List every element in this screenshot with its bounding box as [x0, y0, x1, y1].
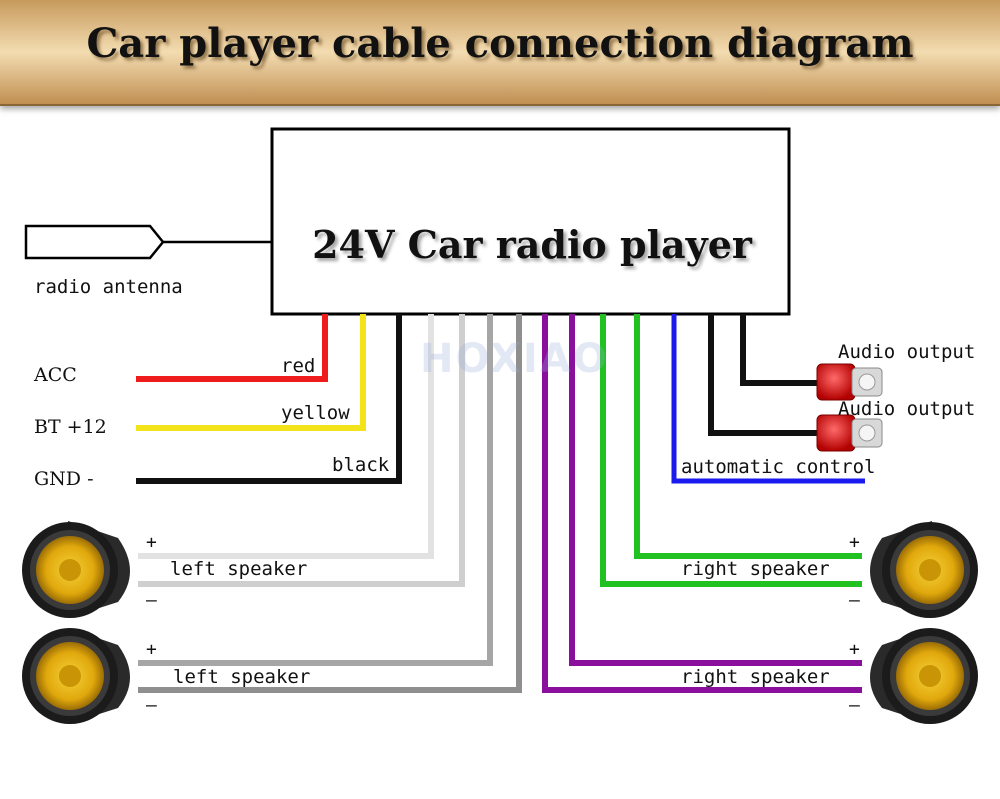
left-speaker2-plus: + [146, 639, 157, 660]
diagram-title: Car player cable connection diagram [86, 20, 914, 67]
audio-output-wire-2 [708, 314, 820, 436]
right-speaker1-plus-wire [634, 314, 862, 559]
right-speaker2-plus: + [849, 639, 860, 660]
left-speaker-label-2: left speaker [173, 666, 311, 688]
player-box [270, 127, 791, 316]
title-banner: Car player cable connection diagram [0, 0, 1000, 106]
right-speaker-2-icon [870, 628, 978, 724]
antenna-label: radio antenna [34, 276, 183, 298]
right-speaker2-minus: – [849, 695, 860, 716]
audio-output-label-2: Audio output [838, 398, 976, 420]
antenna-plug [24, 224, 165, 260]
automatic-control-wire [671, 314, 865, 484]
gnd-label: GND - [34, 468, 94, 490]
watermark: HOXIAO [420, 336, 609, 382]
right-speaker-label-1: right speaker [681, 558, 830, 580]
left-speaker-2-icon [22, 628, 130, 724]
right-speaker1-plus: + [849, 532, 860, 553]
left-speaker-1-icon [22, 521, 130, 618]
left-speaker1-minus-wire [138, 314, 465, 587]
right-speaker-1-icon [870, 521, 978, 618]
left-speaker2-minus-wire [138, 314, 522, 693]
audio-output-wire-1 [740, 314, 820, 386]
red-wire [136, 314, 328, 382]
audio-output-label-1: Audio output [838, 341, 976, 363]
left-speaker1-plus: + [146, 532, 157, 553]
left-speaker1-minus: – [146, 590, 157, 611]
yellow-wire-label: yellow [281, 402, 350, 424]
automatic-control-label: automatic control [681, 456, 876, 478]
left-speaker1-plus-wire [138, 314, 434, 559]
rca-connector-1 [816, 363, 883, 401]
bt-label: BT +12 [34, 416, 107, 438]
black-wire-label: black [332, 454, 390, 476]
right-speaker1-minus-wire [600, 314, 862, 587]
left-speaker2-minus: – [146, 695, 157, 716]
right-speaker2-minus-wire [542, 314, 862, 693]
acc-label: ACC [34, 364, 77, 386]
black-wire [136, 314, 402, 484]
rca-connector-2 [816, 414, 883, 452]
left-speaker2-plus-wire [138, 314, 493, 666]
red-wire-label: red [281, 355, 316, 377]
right-speaker-label-2: right speaker [681, 666, 830, 688]
right-speaker2-plus-wire [569, 314, 862, 666]
left-speaker-label-1: left speaker [170, 558, 308, 580]
player-label: 24V Car radio player [312, 222, 752, 267]
yellow-wire [136, 314, 366, 431]
right-speaker1-minus: – [849, 590, 860, 611]
